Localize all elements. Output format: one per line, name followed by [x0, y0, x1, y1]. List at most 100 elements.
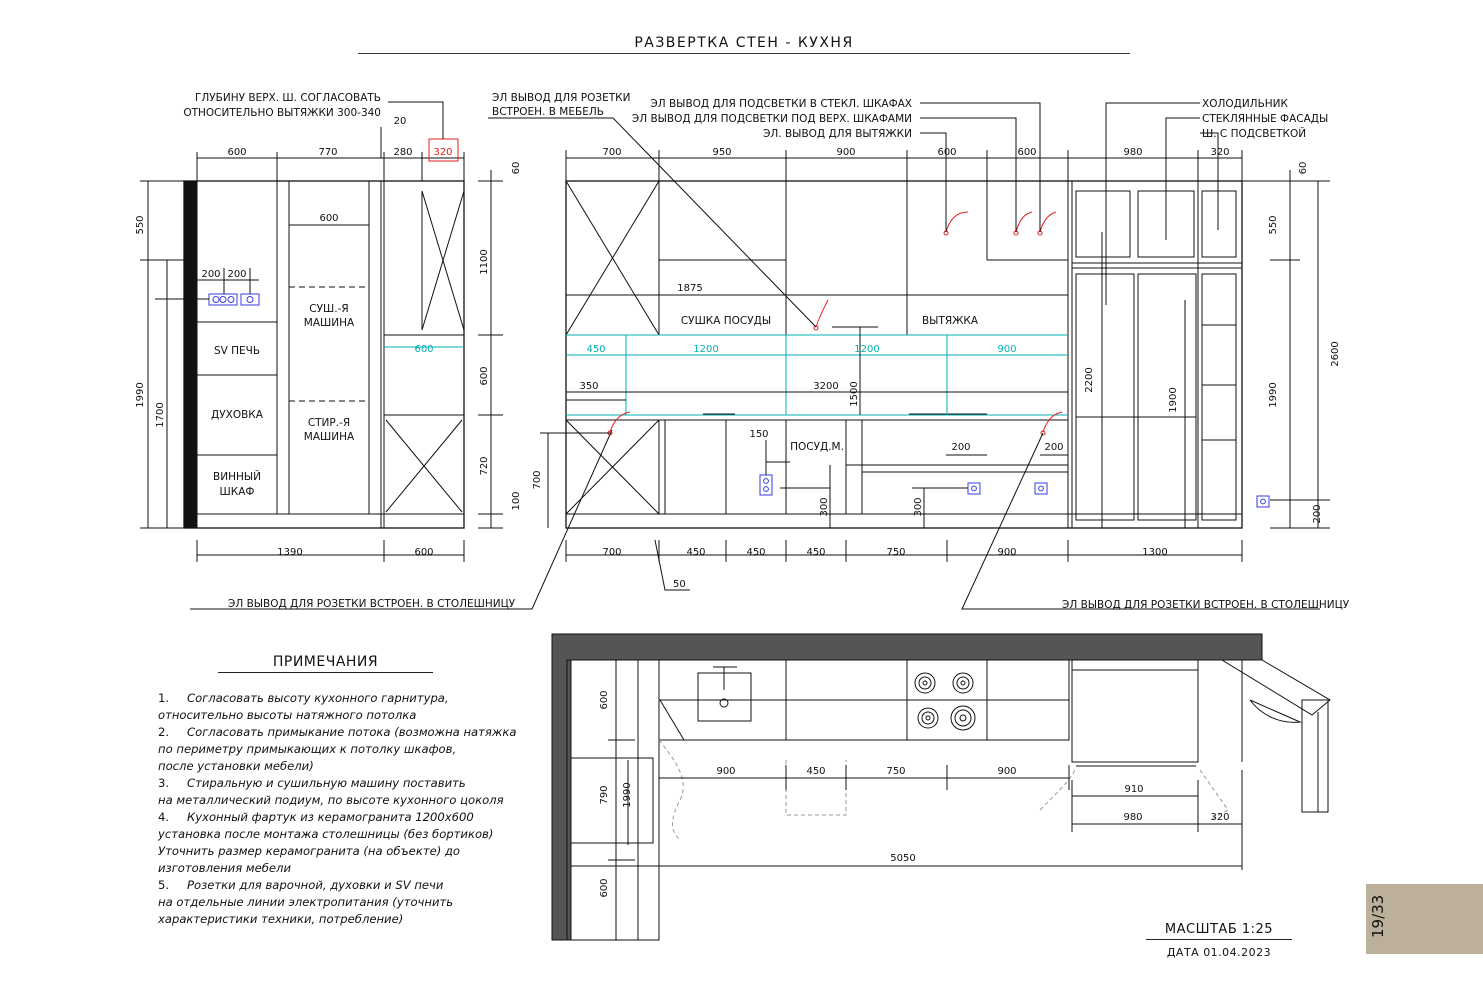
- right-annotation-center: ЭЛ. ВЫВОД ДЛЯ ВЫТЯЖКИ: [763, 128, 912, 140]
- right-top-dim: 700: [602, 147, 621, 158]
- left-right-dim: 60: [511, 162, 522, 175]
- note-line: 3.Стиральную и сушильную машину поставит…: [158, 775, 538, 792]
- left-top-dim: 600: [227, 147, 246, 158]
- note-text: Согласовать высоту кухонного гарнитура,: [187, 691, 449, 705]
- left-right-dim: 100: [511, 491, 522, 510]
- note-line: Уточнить размер керамогранита (на объект…: [158, 843, 538, 860]
- right-side-dim: 200: [1312, 504, 1323, 523]
- oven-label: ДУХОВКА: [211, 409, 264, 421]
- plan-dim: 900: [997, 766, 1016, 777]
- left-top-dim: 770: [318, 147, 337, 158]
- note-text: на металлический подиум, по высоте кухон…: [158, 793, 504, 807]
- right-bottom-dim: 1300: [1142, 547, 1167, 558]
- page-title: РАЗВЕРТКА СТЕН - КУХНЯ: [358, 35, 1130, 54]
- notes-list: 1.Согласовать высоту кухонного гарнитура…: [158, 690, 538, 928]
- right-side-dim: 550: [1268, 215, 1279, 234]
- right-cyan-dim: 1200: [854, 344, 879, 355]
- plan-dim: 320: [1210, 812, 1229, 823]
- left-top-dim: 280: [393, 147, 412, 158]
- left-side-dim: 1700: [155, 402, 166, 427]
- right-top-dim: 950: [712, 147, 731, 158]
- note-number: 3.: [158, 776, 170, 790]
- right-top-dim: 600: [1017, 147, 1036, 158]
- left-side-dim: 550: [135, 215, 146, 234]
- kitchen-plan: [551, 633, 1331, 941]
- left-inner-dim: 200: [201, 269, 220, 280]
- leader-dim: 50: [673, 579, 686, 590]
- note-text: Уточнить размер керамогранита (на объект…: [158, 844, 461, 858]
- note-line: изготовления мебели: [158, 860, 538, 877]
- right-annotation-center: ЭЛ ВЫВОД ДЛЯ ПОДСВЕТКИ В СТЕКЛ. ШКАФАХ: [650, 98, 912, 110]
- right-annotation-right: СТЕКЛЯННЫЕ ФАСАДЫ: [1202, 113, 1328, 125]
- right-inner-dim: 350: [579, 381, 598, 392]
- note-text: Согласовать примыкание потока (возможна …: [187, 725, 517, 739]
- right-inner-dim: 300: [819, 497, 830, 516]
- right-bottom-dim: 900: [997, 547, 1016, 558]
- plan-dim: 5050: [890, 853, 915, 864]
- left-cyan-dim: 600: [414, 344, 433, 355]
- sv-oven-label: SV ПЕЧЬ: [214, 345, 260, 357]
- right-inner-dim: 700: [532, 470, 543, 489]
- left-right-dim: 720: [479, 456, 490, 475]
- right-bottom-dim: 450: [686, 547, 705, 558]
- note-line: на отдельные линии электропитания (уточн…: [158, 894, 538, 911]
- right-inner-dim: 2200: [1084, 367, 1095, 392]
- plan-dim: 750: [886, 766, 905, 777]
- plan-dim-v: 600: [599, 878, 610, 897]
- right-inner-dim: 200: [951, 442, 970, 453]
- right-bottom-dim: 750: [886, 547, 905, 558]
- notes-title: ПРИМЕЧАНИЯ: [218, 654, 433, 673]
- note-text: характеристики техники, потребление): [158, 912, 404, 926]
- left-inner-dim: 600: [319, 213, 338, 224]
- plan-dim-v: 600: [599, 690, 610, 709]
- right-bottom-dim: 450: [746, 547, 765, 558]
- plan-dim-v: 1990: [622, 782, 633, 807]
- right-bottom-note: ЭЛ ВЫВОД ДЛЯ РОЗЕТКИ ВСТРОЕН. В СТОЛЕШНИ…: [1062, 599, 1350, 611]
- plan-dim: 900: [716, 766, 735, 777]
- left-annotation-line1: ГЛУБИНУ ВЕРХ. Ш. СОГЛАСОВАТЬ: [195, 92, 381, 104]
- plan-dim: 450: [806, 766, 825, 777]
- right-inner-dim: 1900: [1168, 387, 1179, 412]
- note-line: после установки мебели): [158, 758, 538, 775]
- left-annotation-line2: ОТНОСИТЕЛЬНО ВЫТЯЖКИ 300-340: [183, 107, 381, 119]
- note-number: 4.: [158, 810, 170, 824]
- left-bottom-note: ЭЛ ВЫВОД ДЛЯ РОЗЕТКИ ВСТРОЕН. В СТОЛЕШНИ…: [228, 598, 516, 610]
- left-side-dim: 1990: [135, 382, 146, 407]
- right-top-dim: 600: [937, 147, 956, 158]
- note-line: 5.Розетки для варочной, духовки и SV печ…: [158, 877, 538, 894]
- left-inner-dim: 200: [227, 269, 246, 280]
- note-text: Розетки для варочной, духовки и SV печи: [187, 878, 444, 892]
- left-right-dim: 1100: [479, 249, 490, 274]
- note-text: после установки мебели): [158, 759, 314, 773]
- washer-label: СТИР.-Я: [308, 417, 350, 429]
- dishwasher-label: ПОСУД.М.: [790, 441, 844, 453]
- left-top-dim: 20: [394, 116, 407, 127]
- scale-label: МАСШТАБ 1:25: [1146, 922, 1292, 940]
- note-line: по периметру примыкающих к потолку шкафо…: [158, 741, 538, 758]
- right-bottom-dim: 700: [602, 547, 621, 558]
- page-number-tab: [1366, 884, 1483, 954]
- plan-dim-v: 790: [599, 785, 610, 804]
- dryer-label: МАШИНА: [304, 317, 355, 329]
- right-inner-dim: 1500: [849, 381, 860, 406]
- note-text: по периметру примыкающих к потолку шкафо…: [158, 742, 457, 756]
- right-inner-dim: 1875: [677, 283, 702, 294]
- hood-label: ВЫТЯЖКА: [922, 315, 979, 327]
- right-top-dim: 900: [836, 147, 855, 158]
- note-text: на отдельные линии электропитания (уточн…: [158, 895, 454, 909]
- right-annotation-right: Ш. С ПОДСВЕТКОЙ: [1202, 127, 1306, 140]
- left-top-dim-red: 320: [433, 147, 452, 158]
- right-cyan-dim: 900: [997, 344, 1016, 355]
- plan-dim: 980: [1123, 812, 1142, 823]
- left-right-dim: 600: [479, 366, 490, 385]
- note-line: 2. Согласовать примыкание потока (возможн…: [158, 724, 538, 741]
- note-text: изготовления мебели: [158, 861, 291, 875]
- washer-label: МАШИНА: [304, 431, 355, 443]
- right-side-dim: 1990: [1268, 382, 1279, 407]
- note-number: 2.: [158, 725, 170, 739]
- right-cyan-dim: 1200: [693, 344, 718, 355]
- wine-cabinet-label: ВИННЫЙ: [213, 470, 261, 483]
- left-bottom-dim: 600: [414, 547, 433, 558]
- dryer-label: СУШ.-Я: [309, 303, 348, 315]
- right-inner-dim: 150: [749, 429, 768, 440]
